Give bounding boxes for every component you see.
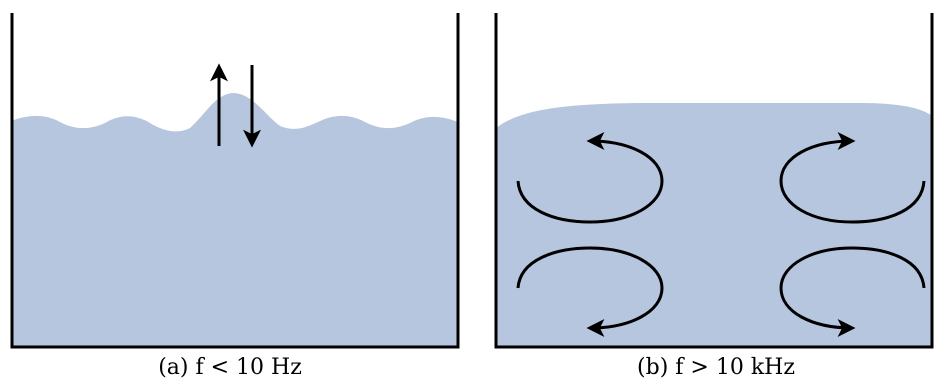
- container-b: [494, 13, 934, 349]
- vortex-top-left-arrow-icon: [516, 132, 664, 224]
- panel-a: [10, 13, 460, 349]
- container-a: [10, 13, 460, 349]
- caption-a: (a) f < 10 Hz: [158, 355, 302, 380]
- liquid-b: [496, 103, 932, 346]
- caption-b: (b) f > 10 kHz: [637, 355, 795, 380]
- vortex-bottom-left-arrow-icon: [516, 246, 664, 337]
- vortex-top-right-arrow-icon: [779, 132, 926, 224]
- vortex-bottom-right-arrow-icon: [779, 246, 926, 337]
- liquid-a: [11, 93, 458, 346]
- panel-b: [494, 13, 934, 349]
